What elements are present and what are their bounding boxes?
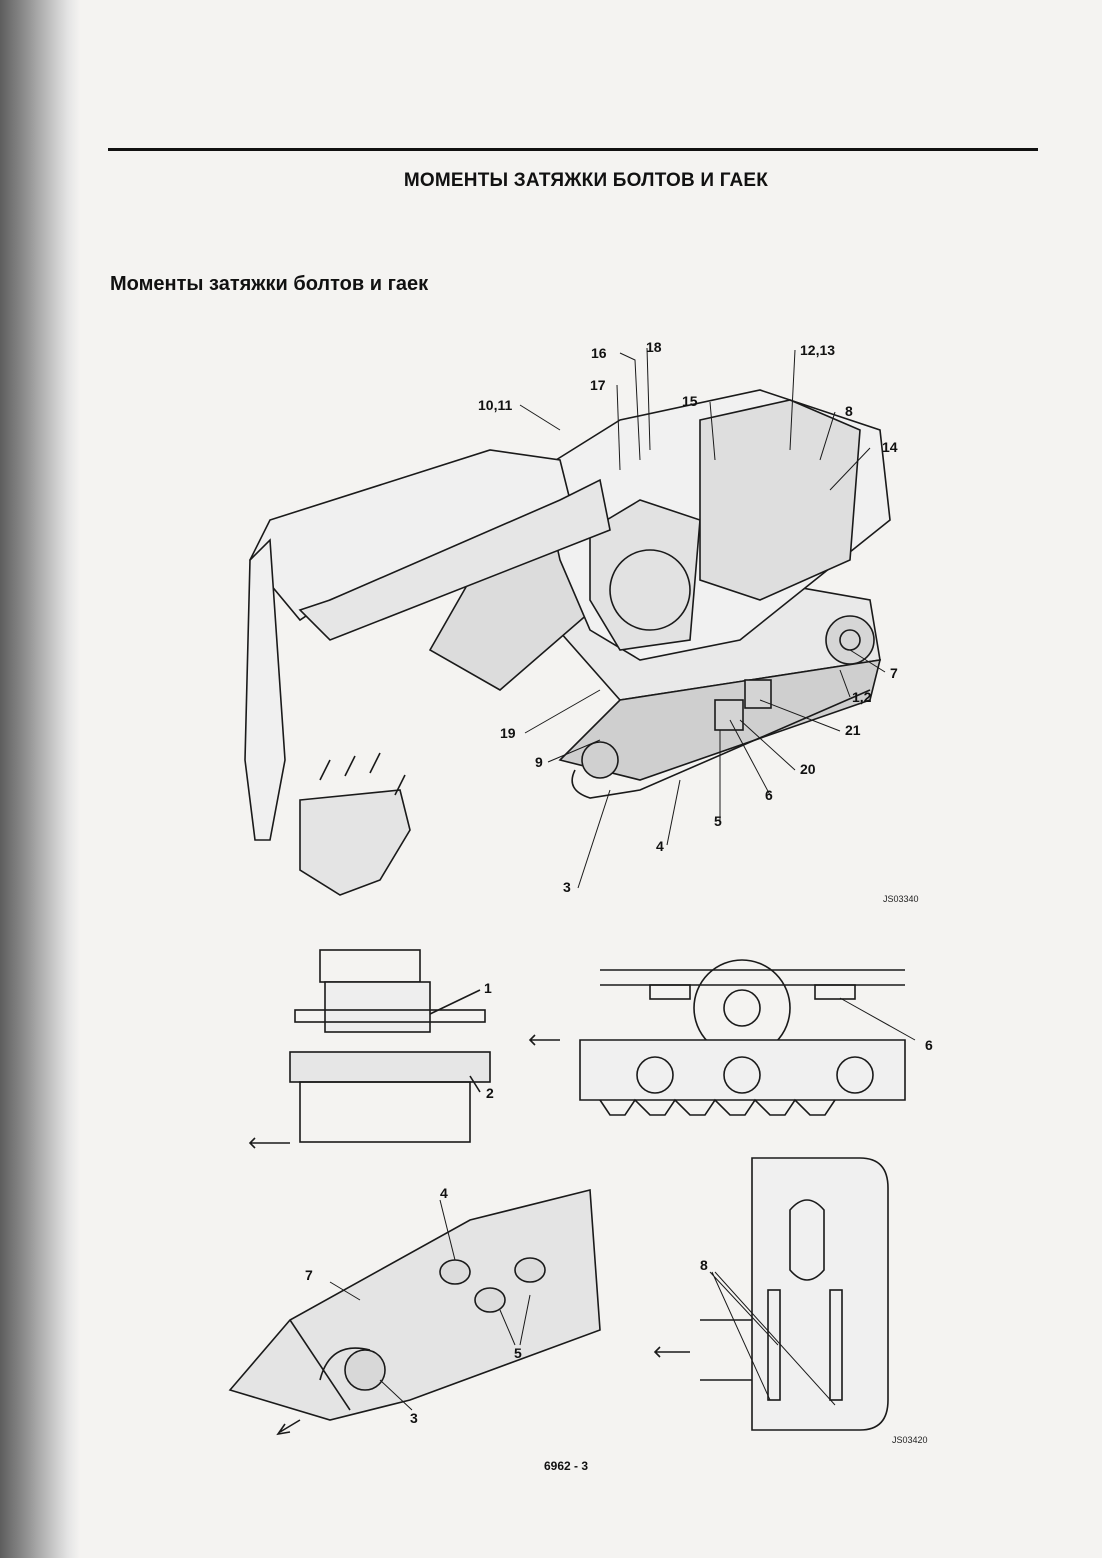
- track-callout-7: 7: [305, 1267, 313, 1283]
- page-title: МОМЕНТЫ ЗАТЯЖКИ БОЛТОВ И ГАЕК: [403, 170, 769, 191]
- excavator-illustration: [244, 389, 891, 896]
- main-callouts: 16 18 12,13 17 15 8 10,11 14 7 1,2 19 21…: [478, 339, 919, 904]
- figure-code-main: JS03340: [883, 894, 919, 904]
- callout-18: 18: [646, 339, 662, 355]
- book-spine-shadow: [0, 0, 80, 1558]
- track-callout-5: 5: [514, 1345, 522, 1361]
- track-detail: [228, 1188, 601, 1436]
- callout-19: 19: [500, 725, 516, 741]
- callout-12-13: 12,13: [800, 342, 835, 358]
- header-rule: [108, 148, 1038, 151]
- callout-1-2: 1,2: [852, 689, 872, 705]
- callout-5: 5: [714, 813, 722, 829]
- callout-15: 15: [682, 393, 698, 409]
- roller-detail: [579, 959, 916, 1116]
- callout-20: 20: [800, 761, 816, 777]
- callout-4: 4: [656, 838, 664, 854]
- figure-code-details: JS03420: [892, 1435, 928, 1445]
- track-callout-4: 4: [440, 1185, 448, 1201]
- section-heading: Моменты затяжки болтов и гаек: [110, 273, 429, 295]
- callout-8: 8: [845, 403, 853, 419]
- callout-16: 16: [591, 345, 607, 361]
- drive-callout-2: 2: [486, 1085, 494, 1101]
- drive-callout-1: 1: [484, 980, 492, 996]
- page-number: 6962 - 3: [543, 1459, 589, 1473]
- detail-callouts: 1 2 6 4 7 5 3 8 JS03420: [305, 980, 933, 1445]
- leader-lines: [519, 347, 886, 889]
- callout-3: 3: [563, 879, 571, 895]
- tank-callout-8: 8: [700, 1257, 708, 1273]
- callout-7: 7: [890, 665, 898, 681]
- roller-callout-6: 6: [925, 1037, 933, 1053]
- callout-10-11: 10,11: [478, 397, 512, 413]
- final-drive-detail: [248, 949, 560, 1149]
- callout-9: 9: [535, 754, 543, 770]
- track-callout-3: 3: [410, 1410, 418, 1426]
- callout-6: 6: [765, 787, 773, 803]
- callout-17: 17: [590, 377, 606, 393]
- callout-14: 14: [882, 439, 898, 455]
- callout-21: 21: [845, 722, 861, 738]
- tank-detail: [653, 1157, 889, 1431]
